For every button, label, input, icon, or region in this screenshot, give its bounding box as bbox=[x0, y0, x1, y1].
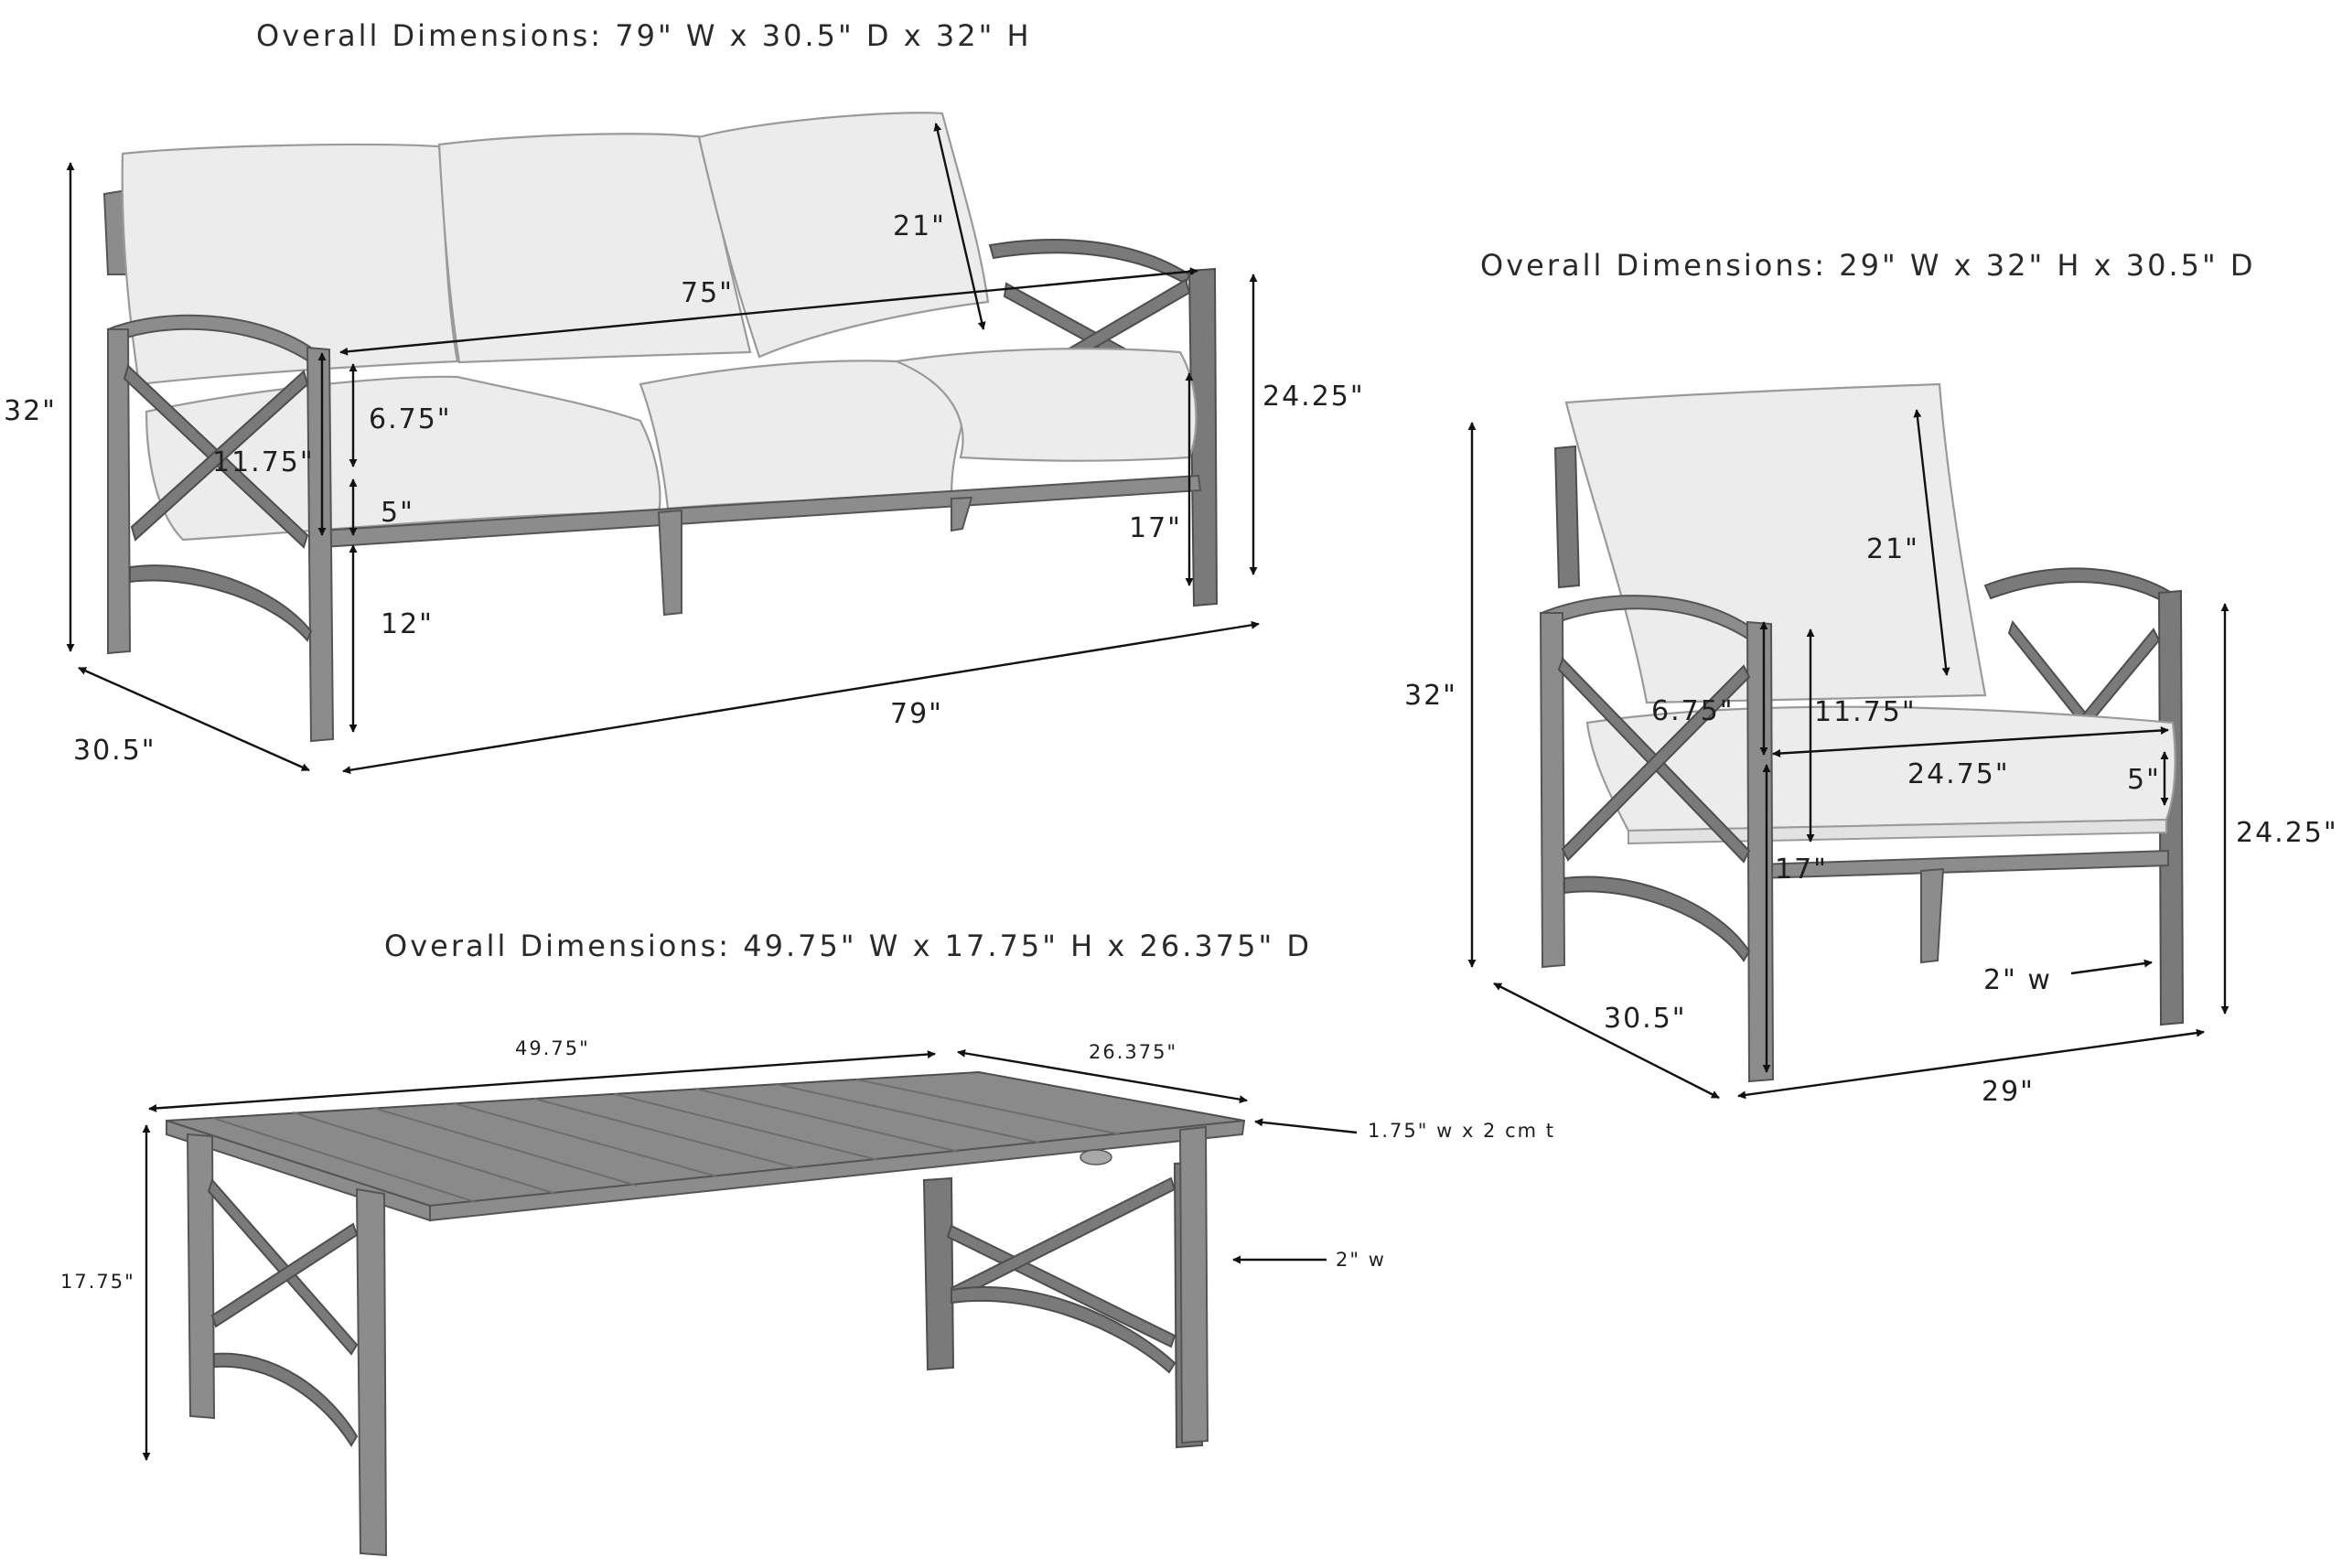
chair-back-cushion bbox=[1564, 382, 1987, 704]
chair-width-label: 29" bbox=[1982, 1076, 2035, 1108]
coffee-table-dimensions: Overall Dimensions: 49.75" W x 17.75" H … bbox=[60, 929, 1555, 1461]
chair-title: Overall Dimensions: 29" W x 32" H x 30.5… bbox=[1480, 248, 2256, 283]
sofa-height-label: 32" bbox=[4, 395, 57, 427]
chair-leg-width-label: 2" w bbox=[1983, 964, 2052, 996]
chair-seat-width-label: 24.75" bbox=[1907, 758, 2010, 790]
chair-arm-inner-label: 11.75" bbox=[1814, 696, 1917, 728]
chair-back-to-seat-label: 6.75" bbox=[1651, 695, 1735, 727]
table-top-thickness-label: 1.75" w x 2 cm t bbox=[1368, 1120, 1555, 1142]
sofa-seat-height-label: 17" bbox=[1129, 512, 1182, 544]
chair-height-label: 32" bbox=[1404, 680, 1457, 712]
table-title: Overall Dimensions: 49.75" W x 17.75" H … bbox=[384, 929, 1312, 963]
chair-seat-cushion-label: 5" bbox=[2127, 764, 2161, 796]
sofa-depth-label: 30.5" bbox=[73, 735, 156, 767]
sofa-illustration bbox=[102, 112, 1219, 743]
sofa-seat-cushion-left bbox=[145, 375, 661, 542]
chair-illustration bbox=[1539, 382, 2185, 1083]
chair-depth-label: 30.5" bbox=[1604, 1003, 1687, 1035]
chair-dimensions: Overall Dimensions: 29" W x 32" H x 30.5… bbox=[1404, 248, 2338, 1108]
sofa-width-label: 79" bbox=[890, 698, 943, 730]
chair-seat-height-label: 17" bbox=[1775, 854, 1828, 886]
sofa-arm-inner-label: 11.75" bbox=[212, 446, 315, 478]
sofa-seat-width-label: 75" bbox=[681, 277, 734, 309]
sofa-title: Overall Dimensions: 79" W x 30.5" D x 32… bbox=[256, 18, 1032, 53]
coffee-table-illustration bbox=[166, 1070, 1246, 1557]
sofa-seat-cushion-label: 5" bbox=[381, 497, 414, 529]
sofa-dimensions: Overall Dimensions: 79" W x 30.5" D x 32… bbox=[4, 18, 1365, 775]
sofa-seat-cushion-center bbox=[639, 360, 964, 510]
sofa-back-to-seat-label: 6.75" bbox=[369, 403, 452, 435]
sofa-arm-height-label: 24.25" bbox=[1262, 381, 1365, 413]
table-width-label: 49.75" bbox=[515, 1037, 590, 1059]
sofa-clearance-label: 12" bbox=[381, 608, 434, 640]
sofa-back-cushion-label: 21" bbox=[893, 210, 946, 242]
table-height-label: 17.75" bbox=[60, 1271, 135, 1293]
chair-arm-height-label: 24.25" bbox=[2236, 817, 2338, 849]
table-leg-width-label: 2" w bbox=[1336, 1249, 1386, 1271]
table-depth-label: 26.375" bbox=[1089, 1041, 1177, 1063]
chair-back-cushion-label: 21" bbox=[1866, 533, 1919, 565]
